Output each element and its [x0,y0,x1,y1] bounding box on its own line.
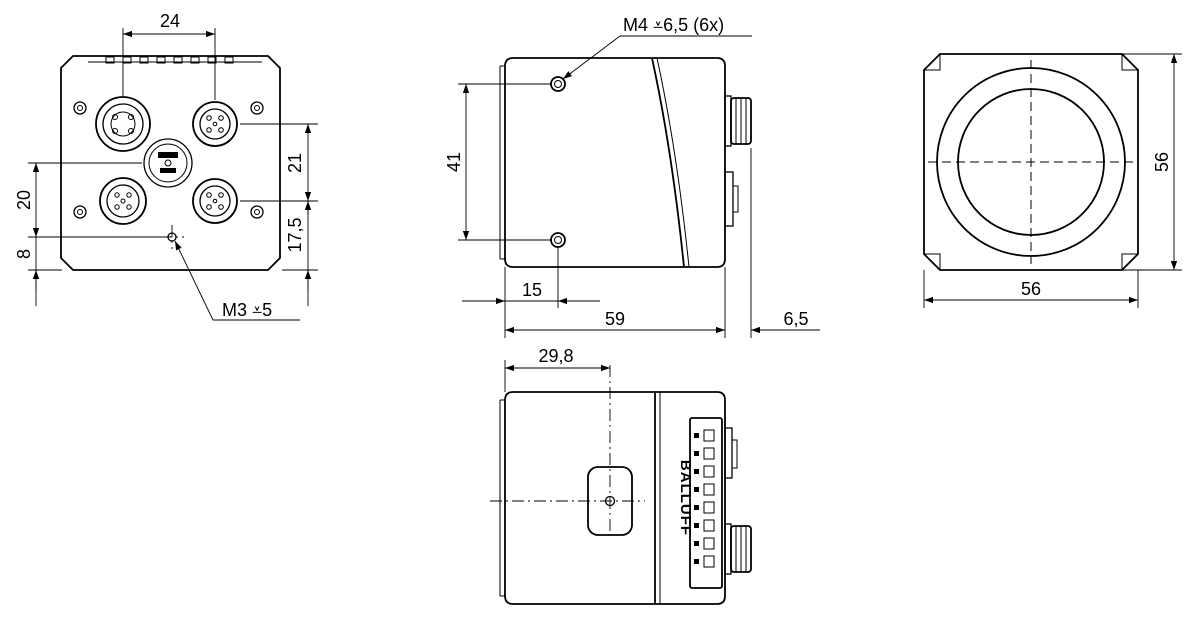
side-mount-hole-bottom [550,232,566,248]
dim-front-20: 20 [14,162,160,238]
dim-front-width: 24 [122,11,216,100]
bottom-led-panel [689,417,723,589]
front-connector-bottom-right [192,178,238,224]
front-connector-bottom-left [99,177,147,225]
side-connector [724,95,752,227]
balluff-logo: BALLUFF [677,460,694,536]
dim-label-56-h: 56 [1021,279,1041,299]
dim-label-29-8: 29,8 [538,346,573,366]
front-center-badge [143,138,193,188]
m3-thread-callout: M3 ⩡5 [222,300,272,320]
dim-rear-height: 56 [1122,53,1182,271]
dim-label-8: 8 [14,249,34,259]
m3-leader: M3 ⩡5 [174,240,300,321]
dim-front-8: 8 [14,237,62,306]
dim-label-6-5: 6,5 [783,309,808,329]
rear-view: 56 56 [923,53,1182,308]
front-connector-top-right [192,101,238,147]
dim-label-20: 20 [14,190,34,210]
dim-label-59: 59 [605,309,625,329]
dim-rear-width: 56 [923,270,1139,308]
dim-label-15: 15 [522,280,542,300]
bottom-connector-lower [724,523,752,575]
front-screw-holes [73,101,264,219]
dim-side-59: 59 [505,148,752,338]
dim-label-56-v: 56 [1152,152,1172,172]
m4-thread-callout: M4 ⩡6,5 (6x) [623,15,724,35]
bottom-view: BALLUFF [490,346,752,605]
dim-front-17-5: 17,5 [282,201,318,306]
bottom-mount-pad [490,365,645,536]
bottom-connector-upper [724,427,738,479]
dim-side-6-5: 6,5 [751,309,820,334]
front-led-strip [88,56,262,64]
side-view-body [504,57,726,268]
side-view: M4 ⩡6,5 (6x) 41 15 59 6,5 [444,15,820,338]
dim-label-21: 21 [285,153,305,173]
dim-side-41: 41 [444,83,551,241]
front-connector-top-left [95,96,151,152]
m4-leader: M4 ⩡6,5 (6x) [562,15,752,80]
dim-front-21: 21 [240,123,318,202]
dim-label-41: 41 [444,152,464,172]
dim-side-15: 15 [462,247,600,338]
dim-label-24: 24 [160,11,180,31]
front-view-outline [60,55,281,271]
dim-bottom-29-8: 29,8 [504,346,610,392]
front-m3-hole [160,225,184,249]
side-mount-hole-top [550,76,566,92]
bottom-view-body [504,391,726,605]
dim-label-17-5: 17,5 [285,217,305,252]
front-view: 24 21 17,5 20 8 [14,11,318,321]
